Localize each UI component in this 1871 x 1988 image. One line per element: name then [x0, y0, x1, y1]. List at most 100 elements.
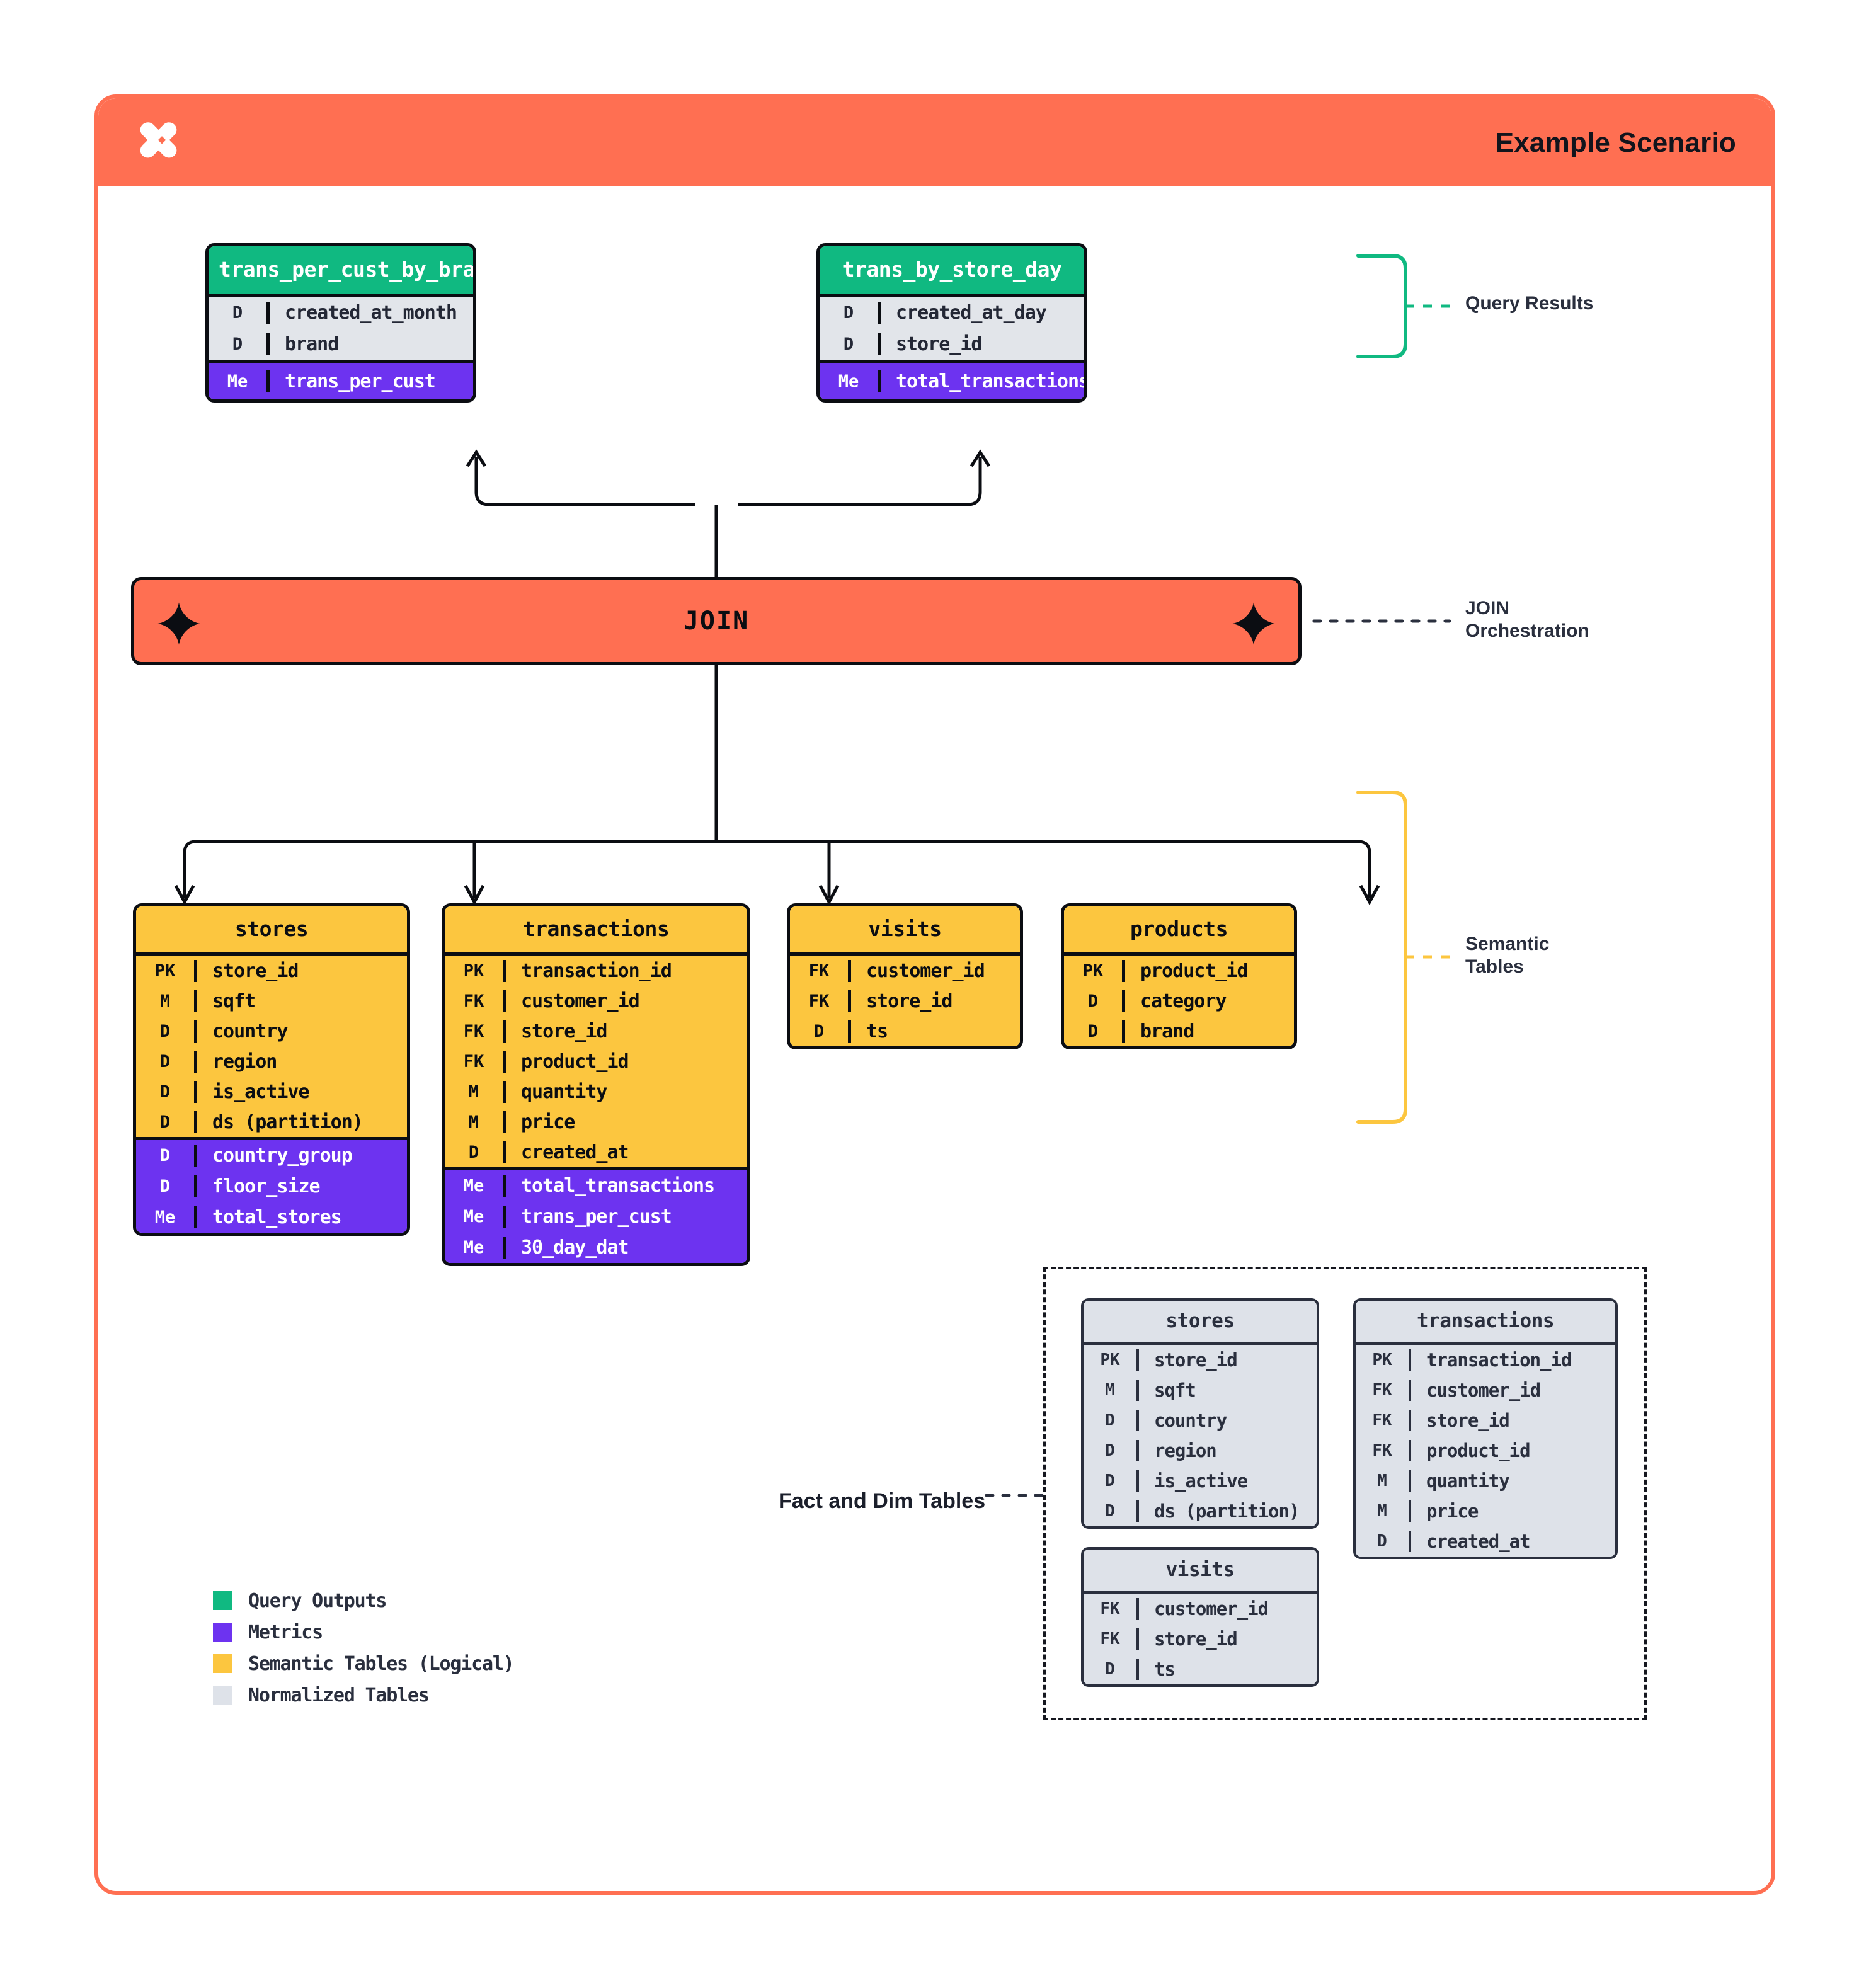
table-title: trans_by_store_day — [820, 246, 1084, 294]
table-row[interactable]: Me trans_per_cust — [209, 363, 473, 399]
column-name: is_active — [1136, 1470, 1317, 1492]
table-title: visits — [790, 906, 1020, 952]
table-row[interactable]: D created_at_month — [209, 297, 473, 328]
column-kind: FK — [1100, 1599, 1120, 1618]
column-kind: D — [1087, 1021, 1099, 1041]
column-name: total_transactions — [878, 370, 1084, 392]
table-row[interactable]: Me total_transactions — [820, 363, 1084, 399]
column-name: created_at_month — [266, 301, 473, 324]
join-orchestration-bar[interactable]: JOIN — [131, 577, 1302, 665]
fact-dim-container — [1043, 1267, 1647, 1720]
sparkle-icon-right — [1232, 602, 1275, 645]
column-kind: FK — [463, 1021, 484, 1041]
column-name: trans_per_cust — [503, 1206, 747, 1228]
legend-label: Query Outputs — [248, 1589, 387, 1612]
column-kind: M — [1105, 1381, 1115, 1400]
query-result-table[interactable]: trans_per_cust_by_brand_month D created_… — [205, 243, 476, 403]
query-result-table[interactable]: trans_by_store_day D created_at_day D st… — [816, 243, 1087, 403]
column-kind: M — [1377, 1471, 1387, 1490]
sparkle-icon-left — [157, 602, 200, 645]
column-name: customer_id — [848, 959, 1020, 982]
column-kind: M — [1377, 1502, 1387, 1521]
metric-group: Me total_transactions — [820, 360, 1084, 399]
column-kind: D — [159, 1082, 171, 1102]
table-row[interactable]: D store_id — [820, 328, 1084, 360]
column-name: ds (partition) — [194, 1111, 407, 1133]
table-row[interactable]: D brand — [209, 328, 473, 360]
table-title: visits — [1084, 1550, 1317, 1591]
column-name: quantity — [503, 1080, 747, 1103]
column-kind: D — [1105, 1502, 1115, 1521]
column-name: ts — [848, 1020, 1020, 1043]
column-kind: M — [468, 1112, 479, 1132]
column-kind: FK — [1100, 1630, 1120, 1648]
sparkle-x-logo-icon — [140, 122, 177, 158]
annotation-line: Tables — [1465, 956, 1524, 977]
annotation-fact-dim-tables: Fact and Dim Tables — [779, 1489, 986, 1513]
column-name: product_id — [1122, 959, 1294, 982]
legend-item: Query Outputs — [213, 1585, 514, 1616]
column-name: country — [1136, 1410, 1317, 1431]
table-row[interactable]: D created_at_day — [820, 297, 1084, 328]
column-kind: D — [159, 1021, 171, 1041]
legend-swatch-semantic — [213, 1654, 232, 1673]
column-kind: D — [232, 334, 243, 354]
column-kind: PK — [1372, 1351, 1392, 1369]
column-kind: D — [232, 302, 243, 323]
table-title: transactions — [1356, 1301, 1615, 1342]
column-name: country — [194, 1020, 407, 1043]
